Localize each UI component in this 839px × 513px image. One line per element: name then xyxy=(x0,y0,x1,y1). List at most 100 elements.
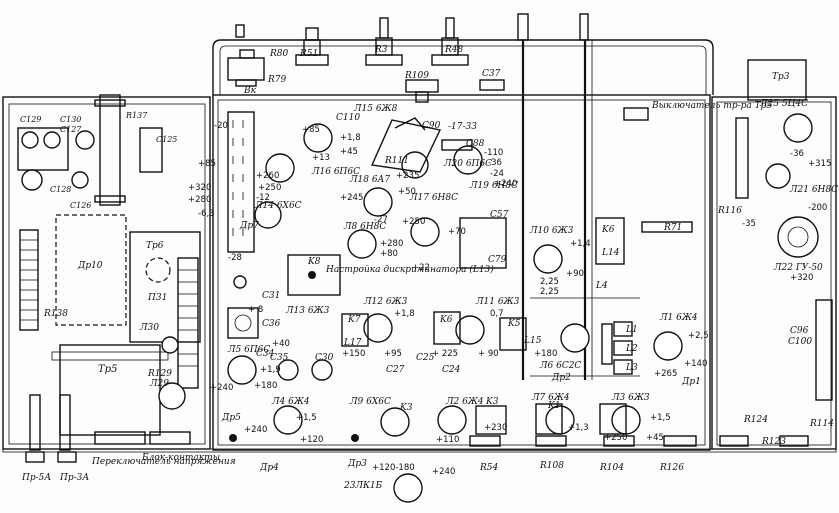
volt-p19: +1,9 xyxy=(260,365,281,375)
shafts xyxy=(521,40,640,380)
label-v320b: +320 xyxy=(790,273,813,283)
volt-p245: +245 xyxy=(340,193,363,203)
label-dr2: Др2 xyxy=(551,373,571,383)
label-p31: П31 xyxy=(147,293,167,303)
label-dr7: Др7 xyxy=(239,221,259,231)
label-l30: Л30 xyxy=(139,323,159,333)
left-panel-parts xyxy=(17,94,201,463)
label-dr10: Др10 xyxy=(77,261,103,271)
label-l6: Л6 6С2С xyxy=(539,361,581,371)
label-c126: C126 xyxy=(70,201,91,210)
label-l15: Л15 6Ж8 xyxy=(353,104,398,114)
label-l15b: L15 xyxy=(523,336,542,346)
label-c34: C34 xyxy=(256,349,275,359)
label-v17-33: -17-33 xyxy=(448,122,477,132)
label-c130: C130 xyxy=(60,115,81,124)
label-r111: R111 xyxy=(384,156,409,166)
label-tune: Настройка дискриминатора (L13) xyxy=(325,264,494,275)
volt-p80: +80 xyxy=(380,249,398,259)
volt-p110: +110 xyxy=(436,435,459,445)
label-c128: C128 xyxy=(50,185,71,194)
label-c27: C27 xyxy=(386,365,405,375)
label-r3: R3 xyxy=(374,45,388,55)
label-r108: R108 xyxy=(539,461,564,471)
volt-p15: +1,5 xyxy=(296,413,317,423)
label-l20: Л20 6П6С xyxy=(443,159,492,169)
volt-p280: +280 xyxy=(188,195,211,205)
volt-m63: -6,3 xyxy=(198,209,215,219)
volt-p85: +85 xyxy=(198,159,216,169)
label-c88: C88 xyxy=(466,139,485,149)
label-pr3a: Пр-3А xyxy=(59,473,89,483)
label-l11: Л11 6Ж3 xyxy=(475,297,520,307)
volt-p22: +22 xyxy=(412,263,430,273)
label-v110: -110 xyxy=(484,148,503,158)
label-lk: 23ЛК1Б xyxy=(343,481,383,491)
label-l21: Л21 6Н8С xyxy=(789,185,838,195)
label-k1: K1 xyxy=(547,401,560,411)
label-tr3: Тр3 xyxy=(772,72,790,82)
label-c127: C127 xyxy=(60,125,82,134)
label-l14b: L14 xyxy=(601,248,620,258)
label-l29: Л29 xyxy=(149,379,169,389)
volt-p235: +235 xyxy=(396,171,419,181)
volt-p45: +45 xyxy=(340,147,358,157)
label-l22: Л22 ГУ-50 xyxy=(773,263,823,273)
label-voltsel: Переключатель напряжения xyxy=(91,457,236,467)
volt-p85b: +85 xyxy=(302,125,320,135)
volt-p25: +2,5 xyxy=(688,331,709,341)
volt-p18b: +1,8 xyxy=(394,309,415,319)
label-k6: K6 xyxy=(601,225,615,235)
label-v24: -24 xyxy=(490,169,504,179)
label-l4: Л4 6Ж4 xyxy=(271,397,310,407)
label-r51: R51 xyxy=(299,49,318,59)
label-v35: -35 xyxy=(742,219,756,229)
volt-p320: +320 xyxy=(188,183,211,193)
volt-p225: 2,25 xyxy=(540,277,559,287)
label-r116: R116 xyxy=(717,206,742,216)
label-bk: Вк xyxy=(243,86,257,96)
label-blockc: Блок-контакты xyxy=(141,453,220,463)
label-l17: Л17 6Н8С xyxy=(409,193,458,203)
volt-m12: -12 xyxy=(256,193,270,203)
volt-p150: +150 xyxy=(342,349,365,359)
label-c79: C79 xyxy=(488,255,507,265)
label-c25: C25 xyxy=(416,353,435,363)
volt-p13b: +1,3 xyxy=(568,423,589,433)
volt-p140: +140 xyxy=(684,359,707,369)
volt-p90: +90 xyxy=(566,269,584,279)
label-r48: R48 xyxy=(444,45,464,55)
label-v36a: -36 xyxy=(488,158,502,168)
label-l5: Л5 6П6С xyxy=(227,345,270,355)
label-k3b: K3 xyxy=(485,397,499,407)
label-r104: R104 xyxy=(599,463,624,473)
volt-p265: +265 xyxy=(654,369,677,379)
label-r114: R114 xyxy=(809,419,834,429)
volt-p240c: +240 xyxy=(244,425,267,435)
label-dr4: Др4 xyxy=(259,463,279,473)
label-l8: Л8 6Н8С xyxy=(343,222,386,232)
label-l19: Л19 6Н8С xyxy=(469,181,518,191)
volt-p13: +13 xyxy=(312,153,330,163)
label-l14: Л14 6Х6С xyxy=(254,201,302,211)
label-r79: R79 xyxy=(267,75,287,85)
label-c35: C35 xyxy=(270,353,289,363)
label-k7: K7 xyxy=(347,315,361,325)
volt-p8: + 8 xyxy=(248,305,263,315)
label-c30: C30 xyxy=(315,353,334,363)
volt-p15b: +1,5 xyxy=(650,413,671,423)
label-l4b: L4 xyxy=(595,281,608,291)
top-controls xyxy=(227,13,589,103)
label-v36b: -36 xyxy=(790,149,804,159)
label-c31: C31 xyxy=(262,291,280,301)
label-l10: Л10 6Ж3 xyxy=(529,226,574,236)
volt-p40: +40 xyxy=(272,339,290,349)
label-l25: Л25 5Ц4С xyxy=(759,99,808,109)
volt-p240: +240 xyxy=(494,179,517,189)
label-r54: R54 xyxy=(479,463,499,473)
label-v315: +315 xyxy=(808,159,831,169)
label-c24: C24 xyxy=(442,365,461,375)
label-k6b: K6 xyxy=(439,315,453,325)
volt-p180: +180 xyxy=(534,349,557,359)
